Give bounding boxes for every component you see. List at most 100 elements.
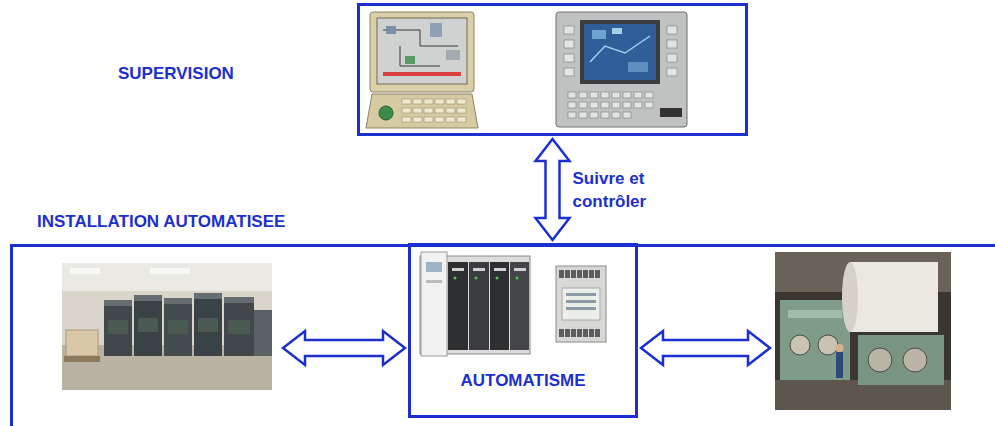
io-module-part-part [566, 293, 596, 296]
section-heading: SUPERVISION [118, 64, 234, 84]
scada-computer-part [366, 94, 478, 128]
paper-machine-photo-part [858, 335, 944, 385]
plc-rack [420, 252, 530, 356]
hmi-panel-part-part [601, 92, 609, 98]
scada-computer [366, 12, 478, 128]
io-module-part-part [595, 329, 600, 337]
io-module-part-part [559, 270, 564, 278]
section-heading: INSTALLATION AUTOMATISEE [37, 212, 285, 232]
double-arrow [641, 331, 770, 365]
box-label: AUTOMATISME [461, 371, 586, 391]
paper-machine-photo-part [788, 310, 842, 318]
printing-press-photo-part-part [134, 295, 162, 301]
plc-rack-part-part [494, 268, 506, 271]
hmi-panel-part-part [564, 54, 574, 62]
hmi-panel-part [584, 24, 656, 80]
scada-computer-part [430, 23, 442, 37]
scada-computer-part-part [402, 99, 411, 104]
plc-rack-part [421, 252, 447, 356]
printing-press-photo-part [254, 310, 272, 356]
supervision-box: SUPERVISION [357, 3, 748, 136]
printing-press-photo-part-part [228, 320, 250, 334]
paper-machine-photo-part [903, 348, 927, 372]
scada-computer-part-part [457, 108, 466, 113]
plc-rack-part-part [475, 277, 478, 280]
hmi-panel-part-part [612, 112, 620, 118]
hmi-panel-part-part [645, 102, 653, 108]
printing-press-photo [62, 263, 272, 390]
io-module-part-part [559, 329, 564, 337]
io-module [556, 266, 606, 342]
automation-box: AUTOMATISME [408, 243, 638, 418]
hmi-panel-part-part [601, 102, 609, 108]
hmi-panel-part-part [564, 40, 574, 48]
double-arrow [283, 331, 405, 365]
plc-rack-part [426, 262, 442, 272]
printing-press-photo-part-part [164, 298, 192, 304]
io-module-part-part [577, 270, 582, 278]
plc-rack-part-part [496, 277, 499, 280]
io-module-part-part [589, 329, 594, 337]
scada-computer-part-part [435, 108, 444, 113]
hmi-panel-part [580, 20, 660, 84]
io-module-part-part [589, 270, 594, 278]
printing-press-photo-part [150, 268, 190, 274]
hmi-panel-part-part [667, 54, 677, 62]
printing-press-photo-part [104, 300, 132, 356]
hmi-panel-part [556, 12, 687, 127]
printing-press-photo-part [194, 293, 222, 356]
scada-computer-part [402, 99, 466, 122]
io-module-part-part [577, 329, 582, 337]
printing-press-photo-part-part [138, 318, 158, 332]
hmi-panel-part-part [590, 112, 598, 118]
printing-press-photo-part [224, 297, 254, 356]
paper-machine-photo-part [818, 335, 838, 355]
scada-computer-part [405, 56, 415, 64]
printing-press-photo-part [62, 263, 272, 390]
hmi-panel-part-part [564, 68, 574, 76]
paper-machine-photo [775, 252, 951, 410]
hmi-panel-part-part [601, 112, 609, 118]
hmi-panel [556, 12, 687, 127]
hmi-panel-part [564, 26, 677, 118]
plc-rack-part-part [514, 268, 526, 271]
printing-press-photo-part [134, 295, 162, 356]
paper-machine-photo-part [836, 352, 843, 378]
hmi-panel-part-part [623, 102, 631, 108]
scada-computer-part [377, 18, 467, 84]
installation-region: INSTALLATION AUTOMATISEEAUTOMATISME [10, 244, 995, 426]
plc-rack-part [452, 268, 526, 271]
io-module-part-part [566, 307, 596, 310]
io-module-part-part [571, 270, 576, 278]
io-module-part [559, 270, 600, 337]
io-module-part-part [583, 270, 588, 278]
scada-computer-part-part [424, 108, 433, 113]
printing-press-photo-part-part [168, 320, 188, 334]
printing-press-photo-part [104, 293, 254, 306]
io-module-part-part [595, 270, 600, 278]
hmi-panel-part [660, 108, 682, 117]
plc-rack-part [490, 262, 509, 350]
plc-rack-part-part [454, 277, 457, 280]
connector-label: Suivre et contrôler [573, 167, 647, 213]
hmi-panel-part-part [590, 102, 598, 108]
paper-machine-photo-part [836, 344, 844, 352]
printing-press-photo-part [64, 356, 100, 362]
printing-press-photo-part [66, 330, 98, 356]
hmi-panel-part [592, 30, 606, 39]
hmi-panel-part-part [612, 92, 620, 98]
scada-computer-part-part [446, 108, 455, 113]
scada-computer-part-part [435, 117, 444, 122]
scada-computer-part [386, 26, 396, 34]
io-module-part [562, 288, 600, 320]
plc-rack-part [469, 262, 489, 350]
paper-machine-photo-part [775, 252, 951, 410]
hmi-panel-part-part [579, 92, 587, 98]
scada-computer-part-part [413, 99, 422, 104]
scada-computer-part [383, 30, 458, 66]
printing-press-photo-part-part [104, 300, 132, 306]
scada-computer-part-part [402, 108, 411, 113]
printing-press-photo-part [108, 318, 250, 334]
hmi-panel-part [590, 36, 650, 62]
hmi-panel-part-part [568, 92, 576, 98]
